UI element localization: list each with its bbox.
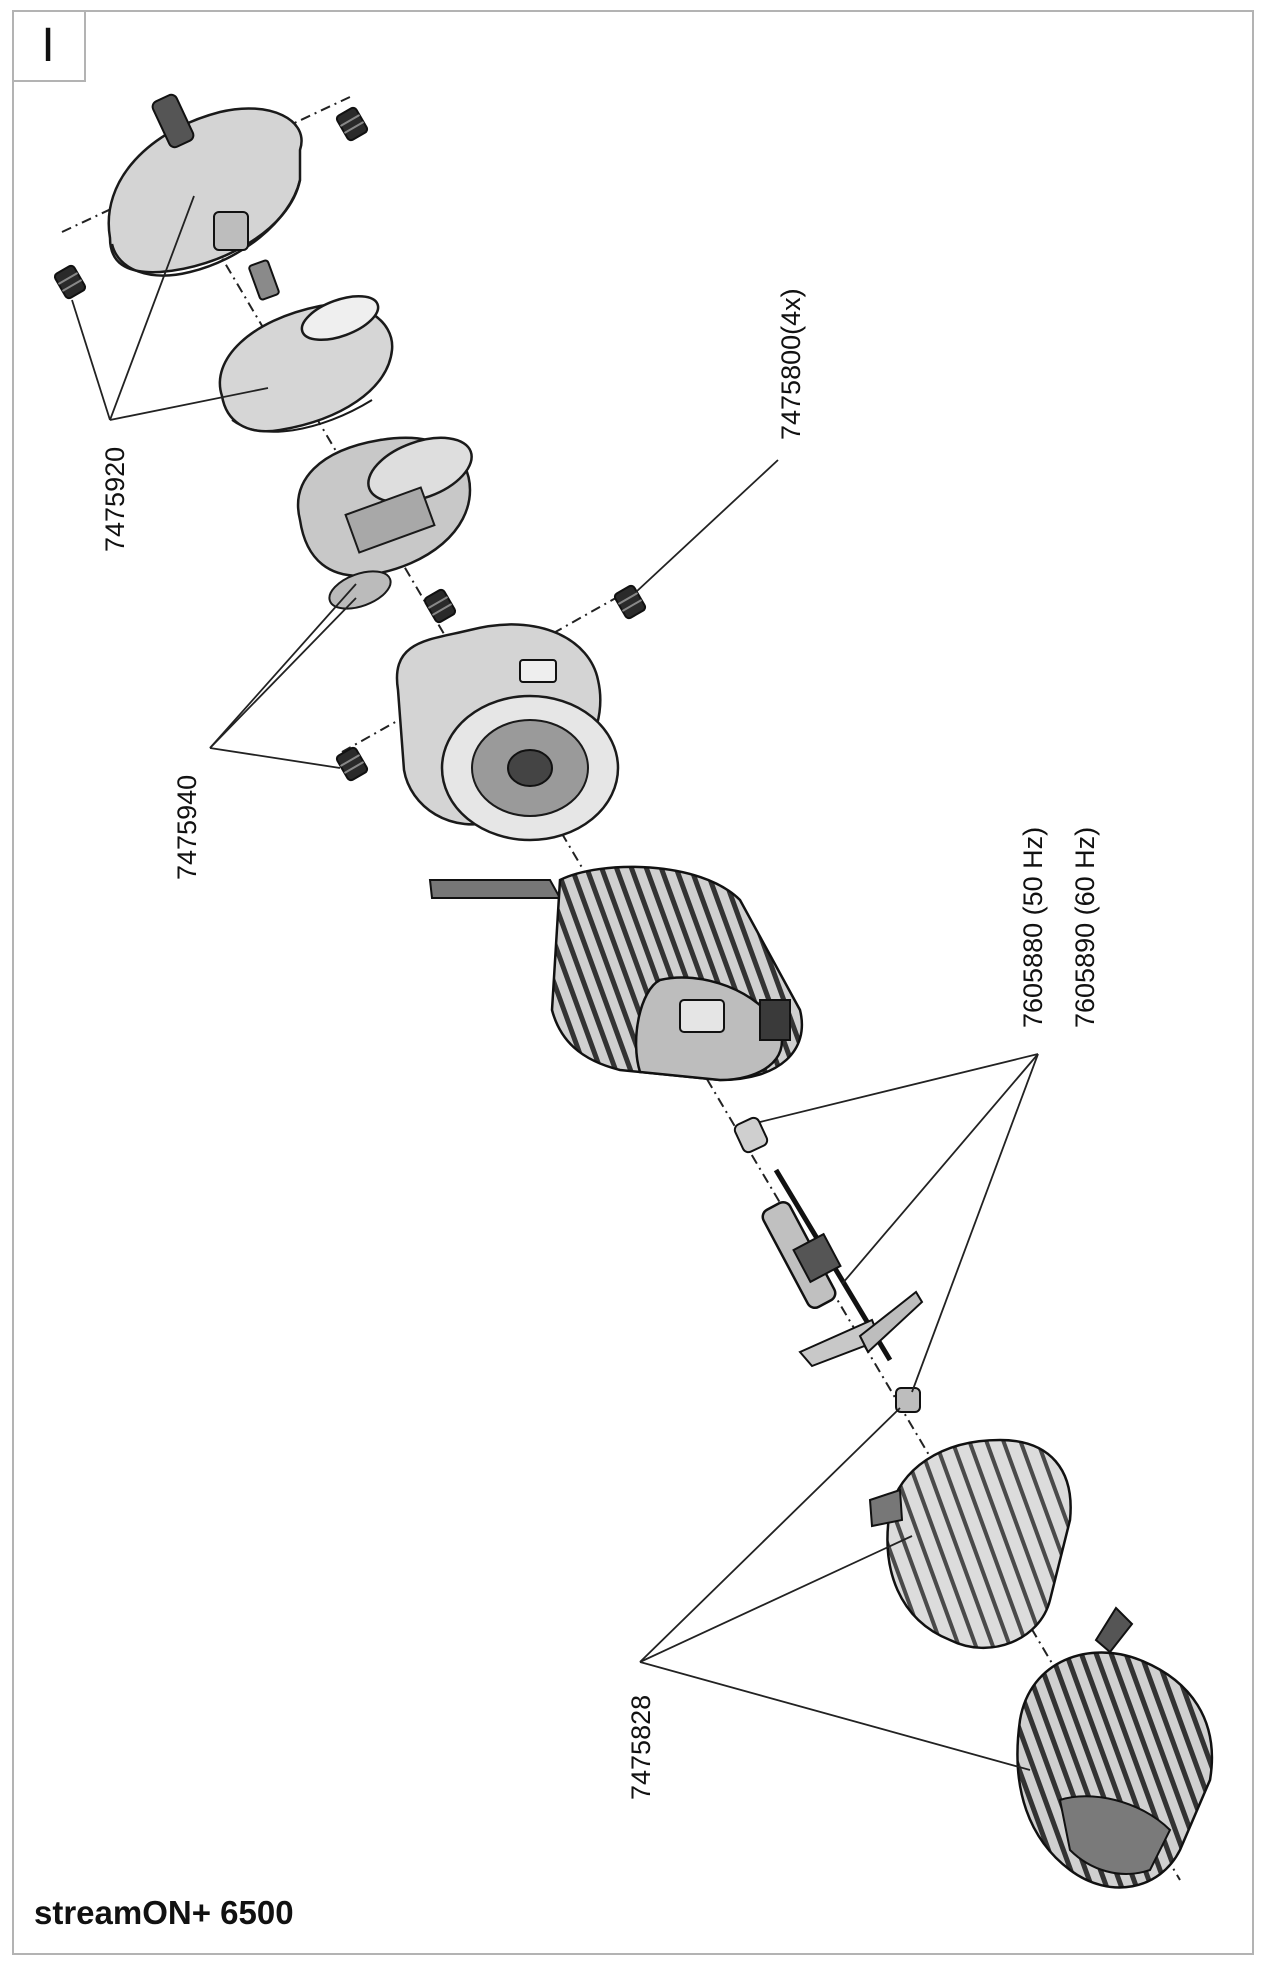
motor-block: [428, 865, 803, 1082]
section-letter: I: [41, 18, 55, 72]
label-7475800: 7475800(4x): [776, 288, 806, 440]
rotor-shaft: [761, 1168, 924, 1368]
intake-grille-inner: [868, 1438, 1072, 1650]
impeller-housing: [296, 436, 473, 610]
pump-front-chamber: [395, 623, 620, 842]
diagram-frame: [12, 10, 1254, 1955]
screw-nut-lower: [335, 746, 369, 782]
screw-nut-top: [335, 106, 369, 142]
intake-grille-outer: [1016, 1606, 1214, 1889]
bearing-ring: [733, 1116, 769, 1154]
label-7605880: 7605880 (50 Hz): [1018, 827, 1048, 1028]
outlet-cover-plate: [107, 93, 303, 301]
bearing-ring-lower: [895, 1387, 921, 1413]
leader-lines: [71, 195, 1039, 1771]
label-7475828: 7475828: [626, 1695, 656, 1800]
screw-nut-left: [53, 264, 87, 300]
gasket-plate: [218, 294, 394, 433]
label-7475940: 7475940: [172, 775, 202, 880]
section-letter-box: I: [12, 10, 86, 82]
screw-nut-right: [613, 584, 647, 620]
label-7605890: 7605890 (60 Hz): [1070, 827, 1100, 1028]
label-7475920: 7475920: [100, 447, 130, 552]
screw-nut-mid: [423, 588, 457, 624]
product-model-title: streamON+ 6500: [34, 1894, 294, 1931]
